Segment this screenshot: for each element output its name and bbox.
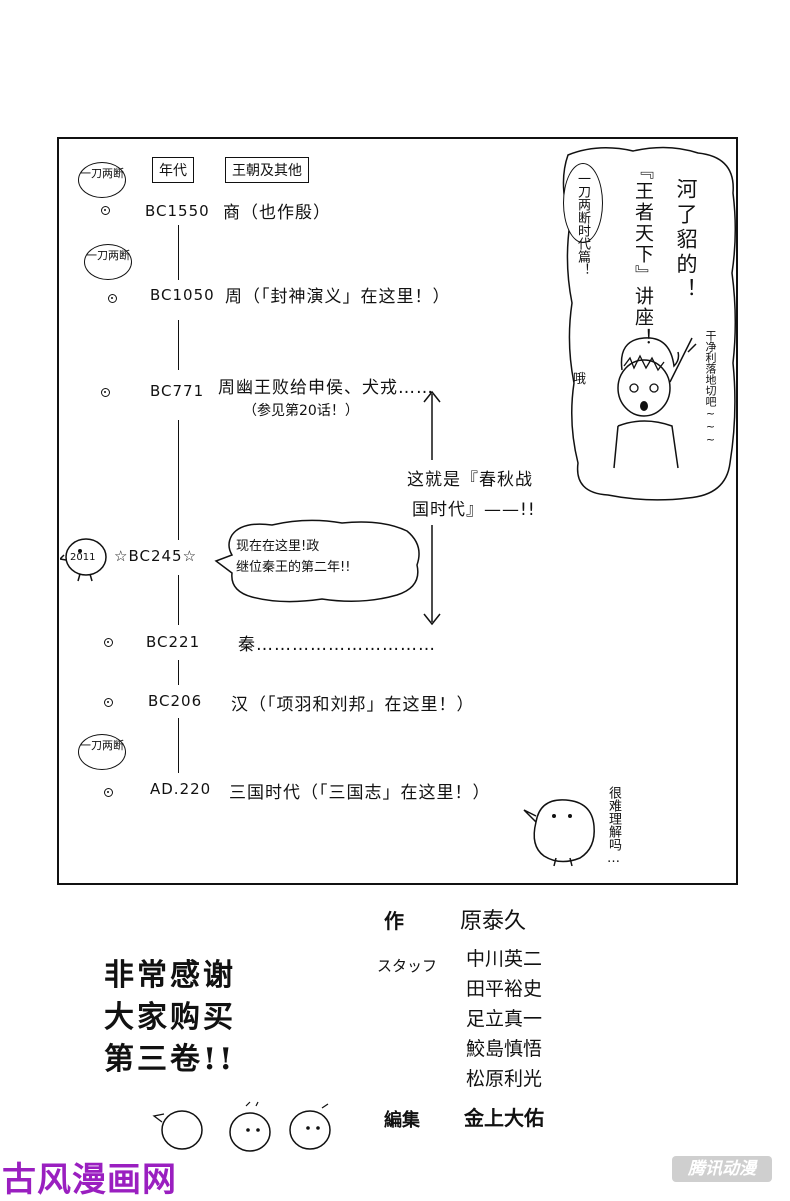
corner-title-col1: 河了貂的！ bbox=[674, 178, 698, 303]
staff-name: 中川英二 bbox=[466, 948, 543, 970]
header-year: 年代 bbox=[152, 157, 194, 183]
timeline-line bbox=[178, 575, 179, 625]
timeline-dot bbox=[101, 388, 110, 397]
timeline-line bbox=[178, 320, 179, 370]
exclaim-text: 哦 bbox=[573, 372, 587, 387]
timeline-dot bbox=[101, 206, 110, 215]
period-label-line1: 这就是『春秋战 bbox=[407, 470, 533, 490]
entry-subnote: （参见第20话！） bbox=[243, 403, 359, 419]
year-label: AD.220 bbox=[150, 780, 212, 798]
editor-label: 編集 bbox=[384, 1110, 420, 1131]
year-label: BC771 bbox=[150, 382, 205, 400]
side-note: 干净利落地切吧~~~ bbox=[704, 330, 717, 446]
timeline-line bbox=[178, 420, 179, 540]
entry-text: 三国时代（「三国志」在这里！） bbox=[229, 783, 491, 803]
year-label: BC206 bbox=[148, 692, 203, 710]
bird-mascot-icon bbox=[523, 799, 595, 867]
entry-text: 商（也作殷） bbox=[223, 203, 331, 223]
bird-mascot-icon bbox=[60, 538, 107, 582]
corner-gap-cloud bbox=[563, 163, 603, 243]
period-label-line2: 国时代』——!! bbox=[412, 500, 536, 520]
gap-cloud: 一刀两断 bbox=[78, 162, 126, 198]
staff-name: 田平裕史 bbox=[466, 978, 543, 1000]
timeline-dot bbox=[108, 294, 117, 303]
entry-text: 秦………………………… bbox=[238, 635, 436, 655]
staff-name: 足立真一 bbox=[466, 1008, 543, 1030]
author-label: 作 bbox=[384, 909, 404, 933]
year-label-current: ☆BC245☆ bbox=[114, 547, 198, 565]
timeline-dot bbox=[104, 638, 113, 647]
watermark-right: 腾讯动漫 bbox=[672, 1156, 772, 1182]
entry-text: 汉（「项羽和刘邦」在这里！） bbox=[231, 695, 475, 715]
timeline-dot bbox=[104, 788, 113, 797]
timeline-line bbox=[178, 718, 179, 773]
timeline-line bbox=[178, 225, 179, 280]
bubble-text-line2: 继位秦王的第二年!! bbox=[236, 560, 351, 575]
staff-name: 松原利光 bbox=[466, 1068, 543, 1090]
bubble-text-line1: 现在在这里!政 bbox=[236, 539, 320, 554]
corner-title-col3: 一刀两断时代篇！ bbox=[575, 172, 590, 276]
corner-cloud-icon bbox=[562, 146, 737, 501]
bird-tag: 2011 bbox=[70, 552, 96, 563]
girl-character-icon bbox=[613, 337, 697, 469]
staff-label: スタッフ bbox=[377, 957, 438, 975]
staff-name: 鮫島慎悟 bbox=[466, 1038, 543, 1060]
year-label: BC1550 bbox=[145, 202, 210, 220]
entry-text: 周幽王败给申侯、犬戎…… bbox=[218, 378, 434, 398]
speech-bubble-icon bbox=[214, 519, 420, 603]
bird-comment: 很难理解吗… bbox=[606, 786, 621, 866]
year-label: BC1050 bbox=[150, 286, 215, 304]
timeline-dot bbox=[104, 698, 113, 707]
editor-name: 金上大佑 bbox=[464, 1106, 544, 1130]
timeline-line bbox=[178, 660, 179, 685]
small-birds-icon bbox=[152, 1101, 331, 1152]
entry-text: 周（「封神演义」在这里！） bbox=[225, 287, 451, 307]
year-label: BC221 bbox=[146, 633, 201, 651]
watermark-left: 古风漫画网 bbox=[2, 1160, 177, 1200]
thanks-line2: 大家购买 bbox=[104, 1000, 236, 1035]
corner-title-col2: 『王者天下』讲座！ bbox=[632, 160, 654, 349]
author-name: 原泰久 bbox=[460, 909, 527, 934]
timeline-frame bbox=[57, 137, 738, 885]
gap-cloud: 一刀两断 bbox=[84, 244, 132, 280]
thanks-line1: 非常感谢 bbox=[104, 958, 236, 993]
gap-cloud: 一刀两断 bbox=[78, 734, 126, 770]
period-label-box bbox=[400, 460, 565, 525]
thanks-line3: 第三卷!! bbox=[104, 1042, 236, 1077]
header-dynasty: 王朝及其他 bbox=[225, 157, 309, 183]
